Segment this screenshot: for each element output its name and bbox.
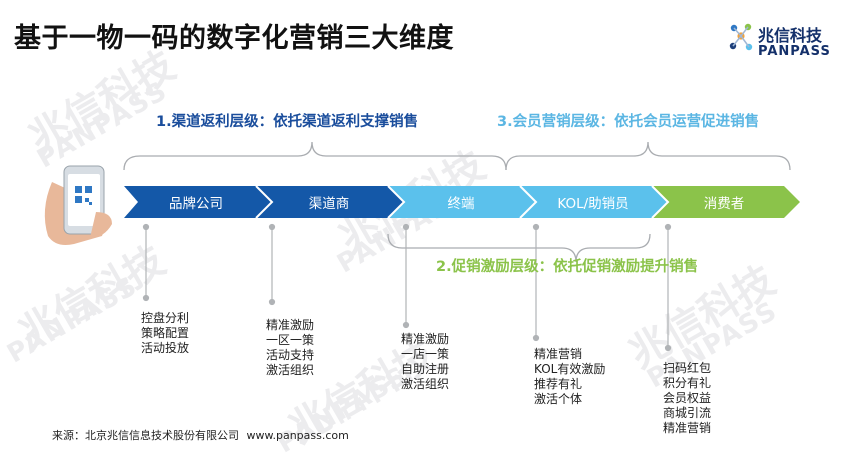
- notes-consumer: 扫码红包 积分有礼 会员权益 商城引流 精准营销: [663, 361, 711, 436]
- note-item: 扫码红包: [663, 361, 712, 375]
- notes-kol: 精准营销 KOL有效激励 推荐有礼 激活个体: [534, 347, 605, 407]
- brace-member: [505, 141, 791, 171]
- logo-mark-icon: [729, 23, 753, 51]
- connector-dot: [664, 344, 672, 352]
- note-item: 精准营销: [534, 347, 583, 361]
- note-item: 策略配置: [141, 326, 190, 340]
- source-label: 来源：北京兆信信息技术股份有限公司: [52, 429, 239, 442]
- layer-member-heading: 3.会员营销层级：依托会员运营促进销售: [497, 114, 760, 130]
- stage-kol-chevron: [520, 186, 668, 218]
- logo-cn-text: 兆信科技: [758, 26, 823, 45]
- stage-label: 品牌公司: [169, 196, 223, 212]
- note-item: 活动支持: [266, 348, 315, 362]
- connector-dot: [142, 294, 150, 302]
- note-item: 会员权益: [663, 391, 712, 405]
- note-item: 控盘分利: [141, 311, 190, 325]
- note-item: 激活组织: [266, 363, 315, 377]
- stage-brand-chevron: [124, 186, 272, 218]
- stage-consumer-chevron: [652, 186, 800, 218]
- stage-label: 终端: [447, 196, 475, 212]
- note-item: 激活组织: [401, 377, 450, 391]
- notes-channel: 精准激励 一区一策 活动支持 激活组织: [266, 318, 314, 378]
- note-item: 自助注册: [401, 362, 450, 376]
- note-item: 一店一策: [401, 347, 450, 361]
- source-url: www.panpass.com: [246, 429, 349, 442]
- note-item: 活动投放: [141, 341, 190, 355]
- stage-label: KOL/助销员: [557, 196, 629, 212]
- stage-label: 消费者: [703, 196, 745, 212]
- note-item: 积分有礼: [663, 376, 712, 390]
- note-item: 激活个体: [534, 392, 583, 406]
- phone-scan-icon: [44, 165, 112, 245]
- panpass-logo: 兆信科技 PANPASS: [728, 22, 848, 66]
- stage-channel-chevron: [256, 186, 404, 218]
- layer-promotion-heading: 2.促销激励层级：依托促销激励提升销售: [436, 259, 699, 275]
- note-item: KOL有效激励: [534, 362, 606, 376]
- connector-dot: [268, 298, 276, 306]
- note-item: 精准激励: [266, 318, 315, 332]
- source-note: 来源：北京兆信信息技术股份有限公司 www.panpass.com: [52, 427, 353, 443]
- layer-channel-heading: 1.渠道返利层级：依托渠道返利支撑销售: [156, 114, 419, 130]
- stage-label: 渠道商: [308, 196, 350, 212]
- note-item: 推荐有礼: [534, 377, 583, 391]
- stage-terminal-chevron: [388, 186, 536, 218]
- brace-channel: [123, 141, 507, 171]
- note-item: 商城引流: [663, 406, 712, 420]
- note-item: 精准营销: [663, 421, 712, 435]
- notes-brand: 控盘分利 策略配置 活动投放: [141, 311, 189, 356]
- connector-dot: [402, 321, 410, 329]
- page-title: 基于一物一码的数字化营销三大维度: [14, 23, 454, 54]
- brace-promotion: [387, 233, 651, 263]
- note-item: 一区一策: [266, 333, 315, 347]
- connector-dot: [532, 334, 540, 342]
- notes-terminal: 精准激励 一店一策 自助注册 激活组织: [401, 332, 449, 392]
- note-item: 精准激励: [401, 332, 450, 346]
- logo-en-text: PANPASS: [758, 44, 831, 59]
